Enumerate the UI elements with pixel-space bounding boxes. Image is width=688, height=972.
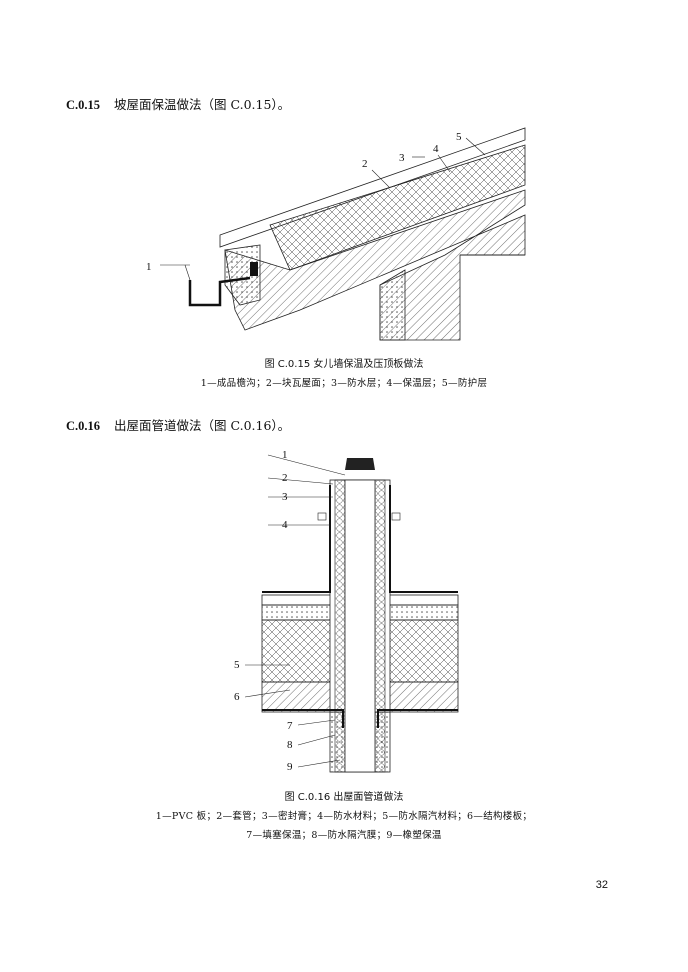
callout-2: 2 xyxy=(282,472,288,484)
figure-c015-drawing xyxy=(160,127,526,341)
callout-5: 5 xyxy=(456,131,462,143)
section-heading-c016: C.0.16 出屋面管道做法（图 C.0.16）。 xyxy=(66,415,290,434)
callout-8: 8 xyxy=(287,739,293,751)
callout-3: 3 xyxy=(282,491,288,503)
figure-legend: 1—PVC 板；2—套管；3—密封膏；4—防水材料；5—防水隔汽材料；6—结构楼… xyxy=(155,811,533,822)
callout-4: 4 xyxy=(282,519,288,531)
section-heading-c015: C.0.15 坡屋面保温做法（图 C.0.15）。 xyxy=(66,94,290,113)
section-number: C.0.16 xyxy=(66,419,101,433)
section-text: 出屋面管道做法（图 C.0.16）。 xyxy=(114,418,291,433)
callout-6: 6 xyxy=(234,691,240,703)
callout-1: 1 xyxy=(146,261,152,273)
figure-caption: 图 C.0.16 出屋面管道做法 xyxy=(284,792,404,803)
section-text: 坡屋面保温做法（图 C.0.15）。 xyxy=(114,97,291,112)
callout-4: 4 xyxy=(433,143,439,155)
figure-caption: 图 C.0.15 女儿墙保温及压顶板做法 xyxy=(264,359,424,370)
callout-7: 7 xyxy=(287,720,293,732)
callout-2: 2 xyxy=(362,158,368,170)
callout-9: 9 xyxy=(287,761,293,773)
figure-legend: 1—成品檐沟；2—块瓦屋面；3—防水层；4—保温层；5—防护层 xyxy=(200,378,488,389)
figure-c016-drawing xyxy=(244,454,459,773)
page-number: 32 xyxy=(595,879,608,891)
callout-1: 1 xyxy=(282,449,288,461)
callout-3: 3 xyxy=(399,152,405,164)
section-number: C.0.15 xyxy=(66,98,101,112)
callout-5: 5 xyxy=(234,659,240,671)
figure-legend: 7—填塞保温；8—防水隔汽膜；9—橡塑保温 xyxy=(246,830,442,841)
